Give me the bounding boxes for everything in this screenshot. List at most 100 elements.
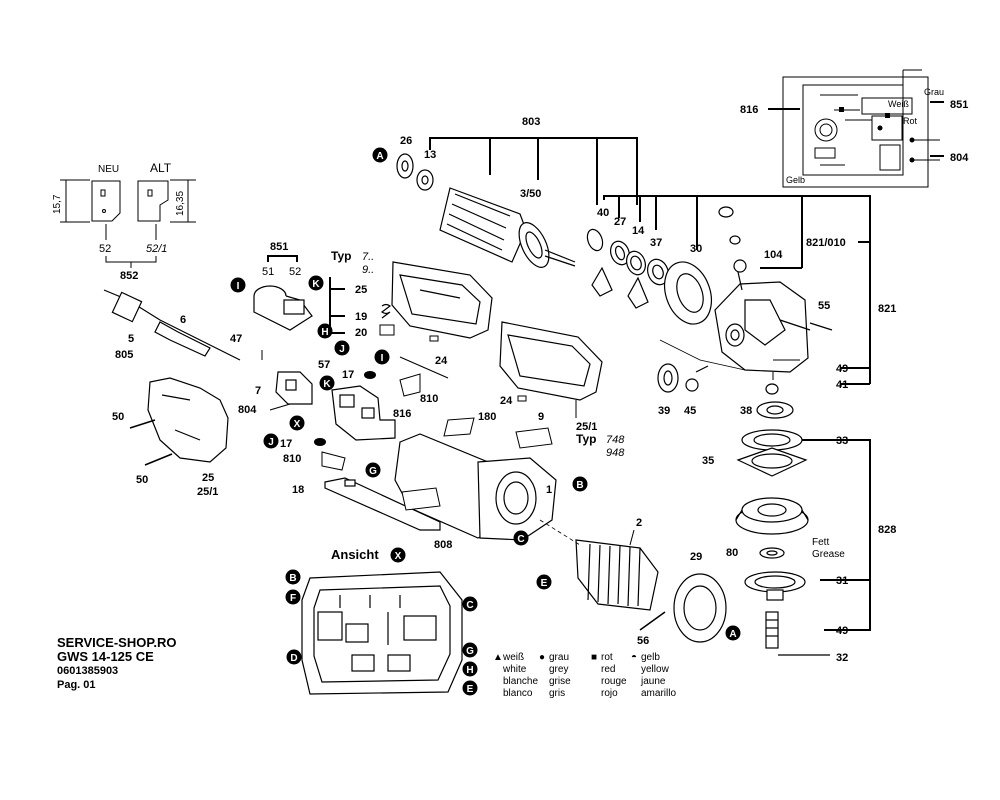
- half-circle-icon: ◓: [631, 652, 638, 663]
- part-number: 0601385903: [57, 665, 119, 677]
- part-33: 33: [836, 435, 848, 447]
- legend-label: jaune: [641, 676, 666, 687]
- spindle-lock: [718, 206, 747, 291]
- part-2: 2: [636, 517, 642, 529]
- part-50-lower: 50: [136, 474, 148, 486]
- dim-15-7: 15,7: [52, 194, 63, 214]
- armature-rotor: [439, 187, 576, 268]
- washer-80: [759, 547, 785, 559]
- ansicht-label: Ansicht: [331, 547, 379, 562]
- part-17-upper: 17: [342, 369, 354, 381]
- part-49-upper: 49: [836, 363, 848, 375]
- square-icon: ■: [591, 652, 598, 663]
- bracket-851: [267, 255, 298, 262]
- baffle-29: [673, 573, 727, 643]
- label-852: 852: [120, 270, 138, 282]
- part-57: 57: [318, 359, 330, 371]
- wire-weiss-label: Weiß: [888, 99, 909, 109]
- legend-label: grise: [549, 676, 571, 687]
- part-810-lower: 810: [283, 453, 301, 465]
- part-1: 1: [546, 484, 552, 496]
- marker-x-brush: X: [294, 419, 301, 430]
- wiring-diagram: [782, 69, 940, 188]
- label-52-1: 52/1: [146, 243, 167, 255]
- label-neu: NEU: [98, 164, 119, 175]
- legend-yellow: ◓gelb yellow jaune amarillo: [631, 652, 701, 700]
- part-30: 30: [690, 243, 702, 255]
- part-25-upper: 25: [355, 284, 367, 296]
- marker-a-bottom: A: [729, 629, 736, 640]
- shop-name: SERVICE-SHOP.RO: [57, 635, 177, 650]
- part-104: 104: [764, 249, 783, 261]
- marker-h-switch: H: [321, 327, 328, 338]
- marker-k-brush: K: [323, 379, 331, 390]
- legend-label: blanche: [503, 676, 539, 687]
- model-name: GWS 14-125 CE: [57, 649, 154, 664]
- marker-h-view: H: [466, 665, 473, 676]
- spring-19: [380, 303, 392, 319]
- part-804-wiring: 804: [950, 152, 969, 164]
- legend-label: grey: [549, 664, 569, 675]
- part-816-wiring: 816: [740, 104, 758, 116]
- part-56: 56: [637, 635, 649, 647]
- part-7: 7: [255, 385, 261, 397]
- part-803: 803: [522, 116, 540, 128]
- part-18: 18: [292, 484, 304, 496]
- part-32: 32: [836, 652, 848, 664]
- typ-748: 748: [606, 434, 625, 446]
- part-80: 80: [726, 547, 738, 559]
- switch-module: [253, 285, 313, 331]
- gear-38: [756, 383, 794, 419]
- marker-x-ansicht: X: [395, 551, 402, 562]
- marker-e-motor: E: [541, 578, 548, 589]
- typ-label-lower: Typ: [576, 432, 596, 446]
- wire-grau-label: Grau: [924, 87, 944, 97]
- part-821-010: 821/010: [806, 237, 846, 249]
- handle-shell: [147, 377, 229, 463]
- pinion-39: [657, 363, 709, 393]
- inset-neu-alt: [60, 179, 196, 268]
- part-851: 851: [270, 241, 288, 253]
- marker-b-view: B: [289, 573, 296, 584]
- part-851-wiring: 851: [950, 99, 968, 111]
- marker-i-brush: I: [381, 353, 384, 364]
- part-17-lower: 17: [280, 438, 292, 450]
- ansicht-view: [301, 571, 463, 695]
- marker-b-motor: B: [576, 480, 583, 491]
- part-24-upper: 24: [435, 355, 448, 367]
- marker-a-top: A: [376, 151, 383, 162]
- marker-c-motor: C: [517, 534, 524, 545]
- part-55: 55: [818, 300, 830, 312]
- legend-label: rouge: [601, 676, 627, 687]
- legend-label: blanco: [503, 688, 533, 699]
- legend-label: rot: [601, 652, 613, 663]
- part-19: 19: [355, 311, 367, 323]
- part-180: 180: [478, 411, 496, 423]
- part-50-upper: 50: [112, 411, 124, 423]
- marker-i-switch: I: [237, 281, 240, 292]
- part-31: 31: [836, 575, 848, 587]
- housing-half-lower: [499, 321, 603, 401]
- legend-label: rojo: [601, 688, 618, 699]
- document-header: SERVICE-SHOP.RO GWS 14-125 CE 0601385903…: [57, 636, 176, 692]
- part-29: 29: [690, 551, 702, 563]
- bracket-gear-group: [603, 195, 871, 385]
- part-27: 27: [614, 216, 626, 228]
- fan-26: [396, 153, 434, 191]
- typ-948: 948: [606, 447, 625, 459]
- bearing-flange-828: [735, 497, 809, 535]
- part-52: 52: [289, 266, 301, 278]
- marker-c-view: C: [466, 600, 473, 611]
- motor-housing-1: [394, 433, 557, 541]
- marker-d-view: D: [290, 653, 297, 664]
- part-9: 9: [538, 411, 544, 423]
- part-25-1-right: 25/1: [576, 421, 597, 433]
- wire-gelb-label: Gelb: [786, 175, 805, 185]
- grease-label: Grease: [812, 549, 845, 560]
- part-38: 38: [740, 405, 752, 417]
- typ-9: 9..: [362, 264, 374, 276]
- housing-half-upper: [391, 261, 493, 339]
- triangle-icon: ▲: [493, 652, 503, 663]
- part-804: 804: [238, 404, 257, 416]
